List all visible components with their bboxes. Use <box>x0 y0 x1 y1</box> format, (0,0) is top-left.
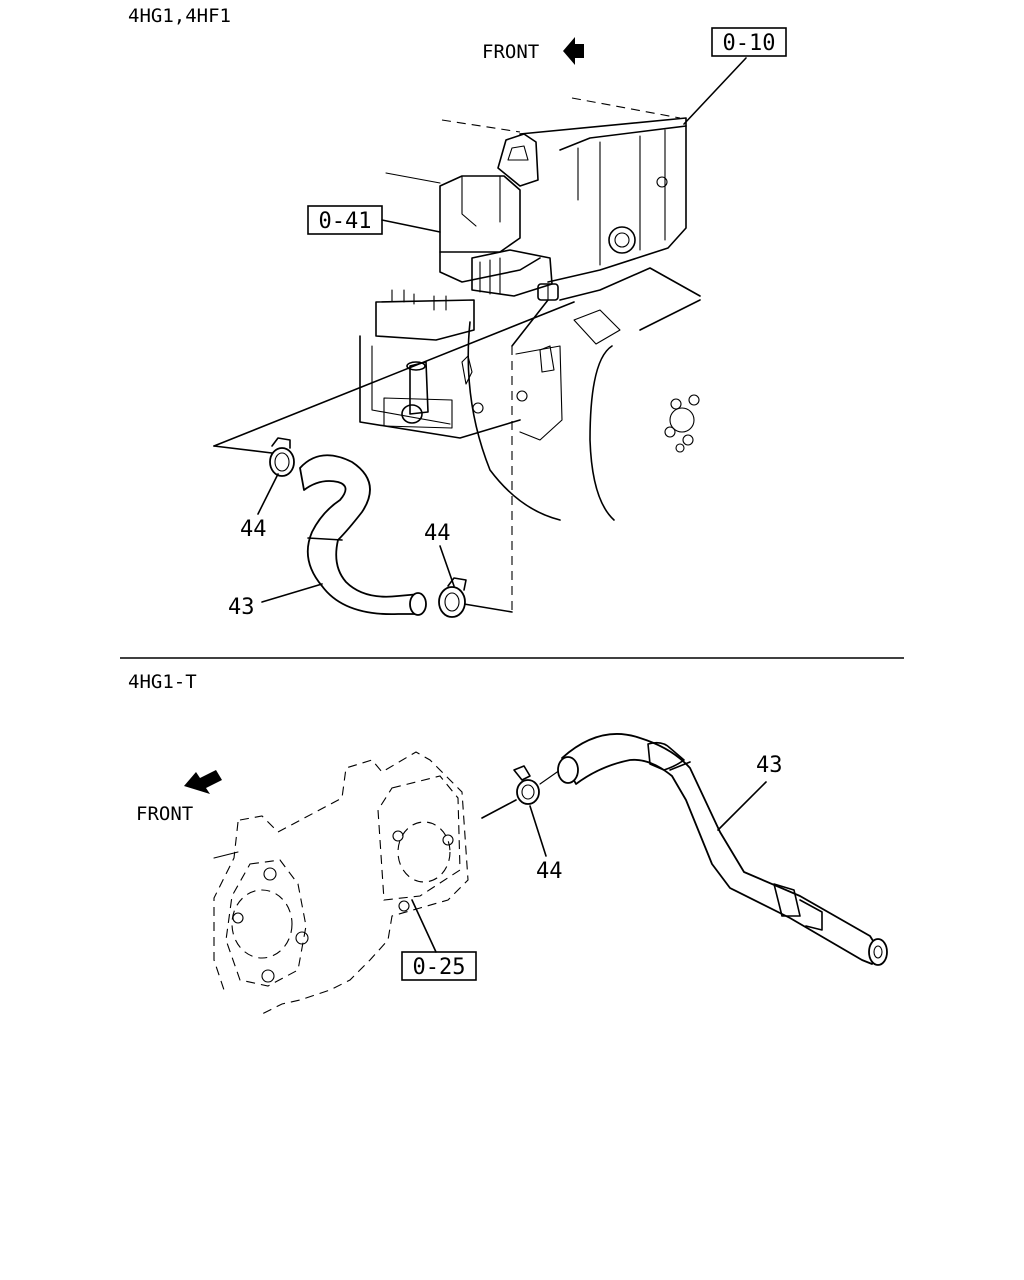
callout-43-top: 43 <box>228 595 255 620</box>
callout-44-left: 44 <box>240 517 267 542</box>
exhaust-flange-illustration <box>213 751 517 1015</box>
ref-0-41-label: 0-41 <box>319 209 372 234</box>
front-arrow-icon-bottom <box>184 770 222 794</box>
ref-0-25-label: 0-25 <box>413 955 466 980</box>
callout-44-bottom: 44 <box>536 859 563 884</box>
front-label-bottom: FRONT <box>136 803 193 825</box>
clamp-44-bottom <box>513 765 540 805</box>
callout-43-bottom: 43 <box>756 753 783 778</box>
top-section: 4HG1,4HF1 FRONT <box>128 5 787 620</box>
variant-label-bottom: 4HG1-T <box>128 671 197 693</box>
ref-0-10-label: 0-10 <box>723 31 776 56</box>
bottom-section: 4HG1-T FRONT <box>128 671 888 1015</box>
ref-box-0-25[interactable]: 0-25 <box>401 951 477 981</box>
ref-box-0-41[interactable]: 0-41 <box>307 205 383 235</box>
hose-43-top <box>299 454 427 616</box>
variant-label-top: 4HG1,4HF1 <box>128 5 231 27</box>
clamp-44-right <box>438 577 467 618</box>
ref-box-0-10[interactable]: 0-10 <box>711 27 787 57</box>
front-label-top: FRONT <box>482 41 539 63</box>
engine-block-illustration <box>213 97 701 613</box>
callout-44-right: 44 <box>424 521 451 546</box>
clamp-44-left <box>269 437 295 477</box>
hose-43-bottom <box>557 733 888 966</box>
front-arrow-icon <box>563 37 584 65</box>
